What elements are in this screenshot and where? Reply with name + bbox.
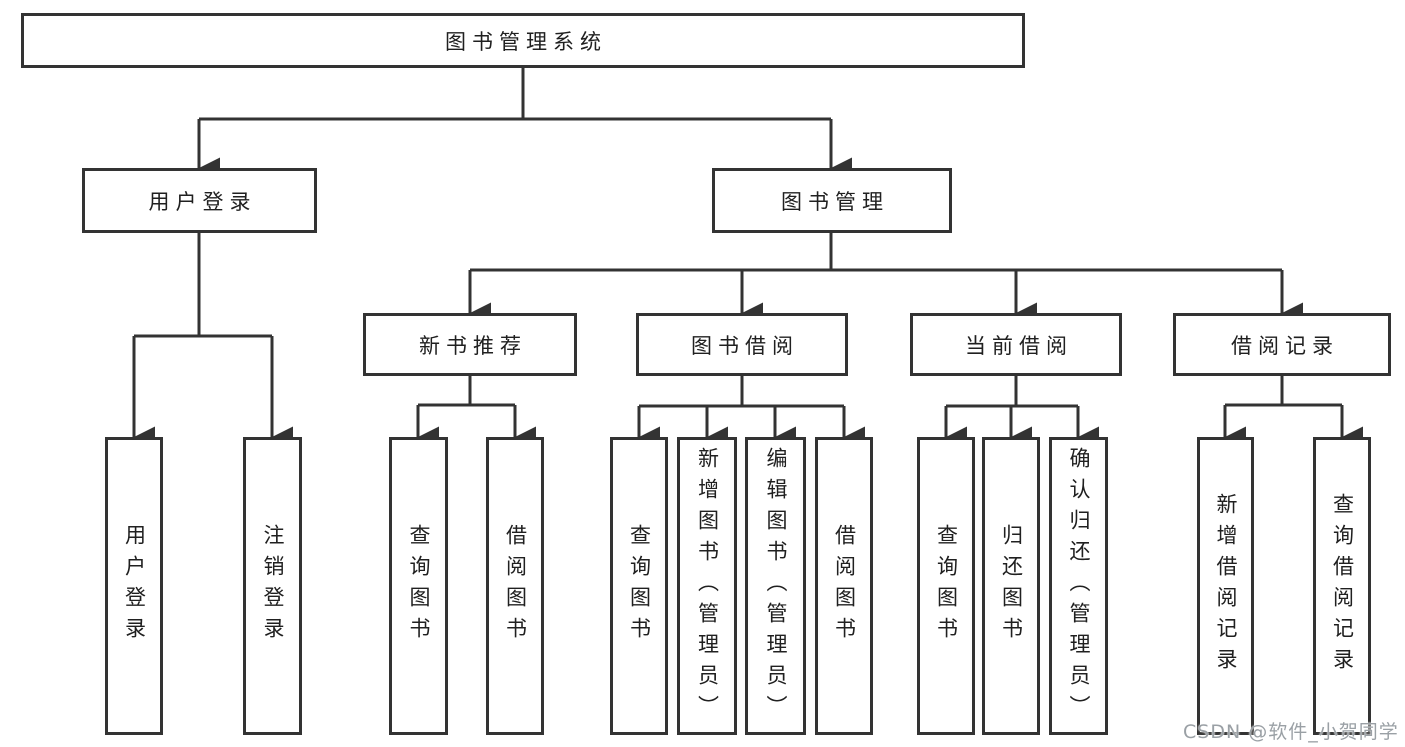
node-label: 新增借阅记录 <box>1214 493 1238 679</box>
node-nbr-borrow-books: 借阅图书 <box>486 437 544 735</box>
node-bb-add-books-admin: 新增图书（管理员） <box>677 437 737 735</box>
node-borrow-records: 借阅记录 <box>1173 313 1391 376</box>
node-label: 查询借阅记录 <box>1330 493 1355 679</box>
node-nbr-query-books: 查询图书 <box>389 437 448 735</box>
node-cb-confirm-return-admin: 确认归还（管理员） <box>1049 437 1108 735</box>
node-label: 图书管理 <box>781 189 889 214</box>
node-bb-edit-books-admin: 编辑图书（管理员） <box>745 437 806 735</box>
node-label: 查询图书 <box>627 524 652 648</box>
node-label: 新书推荐 <box>419 333 527 358</box>
node-current-borrow: 当前借阅 <box>910 313 1122 376</box>
node-label: 确认归还（管理员） <box>1067 446 1091 726</box>
node-label: 借阅图书 <box>503 524 528 648</box>
node-br-add-record: 新增借阅记录 <box>1197 437 1254 735</box>
node-logout: 注销登录 <box>243 437 302 735</box>
node-label: 用户登录 <box>148 189 257 214</box>
node-bb-query-books: 查询图书 <box>610 437 668 735</box>
node-book-management: 图书管理 <box>712 168 952 233</box>
node-label: 注销登录 <box>261 524 285 648</box>
node-label: 用户登录 <box>122 524 147 648</box>
node-label: 查询图书 <box>934 524 959 648</box>
node-label: 新增图书（管理员） <box>695 446 720 726</box>
node-user-login-group: 用户登录 <box>82 168 317 233</box>
node-cb-return-books: 归还图书 <box>982 437 1040 735</box>
node-label: 借阅图书 <box>832 524 857 648</box>
csdn-watermark: CSDN @软件_小贺同学 <box>1183 721 1399 743</box>
node-label: 借阅记录 <box>1231 333 1339 358</box>
node-label: 查询图书 <box>407 524 431 648</box>
node-library-system: 图书管理系统 <box>21 13 1025 68</box>
node-label: 归还图书 <box>999 524 1024 648</box>
node-label: 图书借阅 <box>691 333 799 358</box>
node-bb-borrow-books: 借阅图书 <box>815 437 873 735</box>
node-br-query-record: 查询借阅记录 <box>1313 437 1371 735</box>
node-label: 编辑图书（管理员） <box>764 446 788 726</box>
node-user-login: 用户登录 <box>105 437 163 735</box>
node-label: 当前借阅 <box>965 333 1073 358</box>
node-label: 图书管理系统 <box>445 29 607 54</box>
node-new-book-recommend: 新书推荐 <box>363 313 577 376</box>
node-cb-query-books: 查询图书 <box>917 437 975 735</box>
node-book-borrow: 图书借阅 <box>636 313 848 376</box>
